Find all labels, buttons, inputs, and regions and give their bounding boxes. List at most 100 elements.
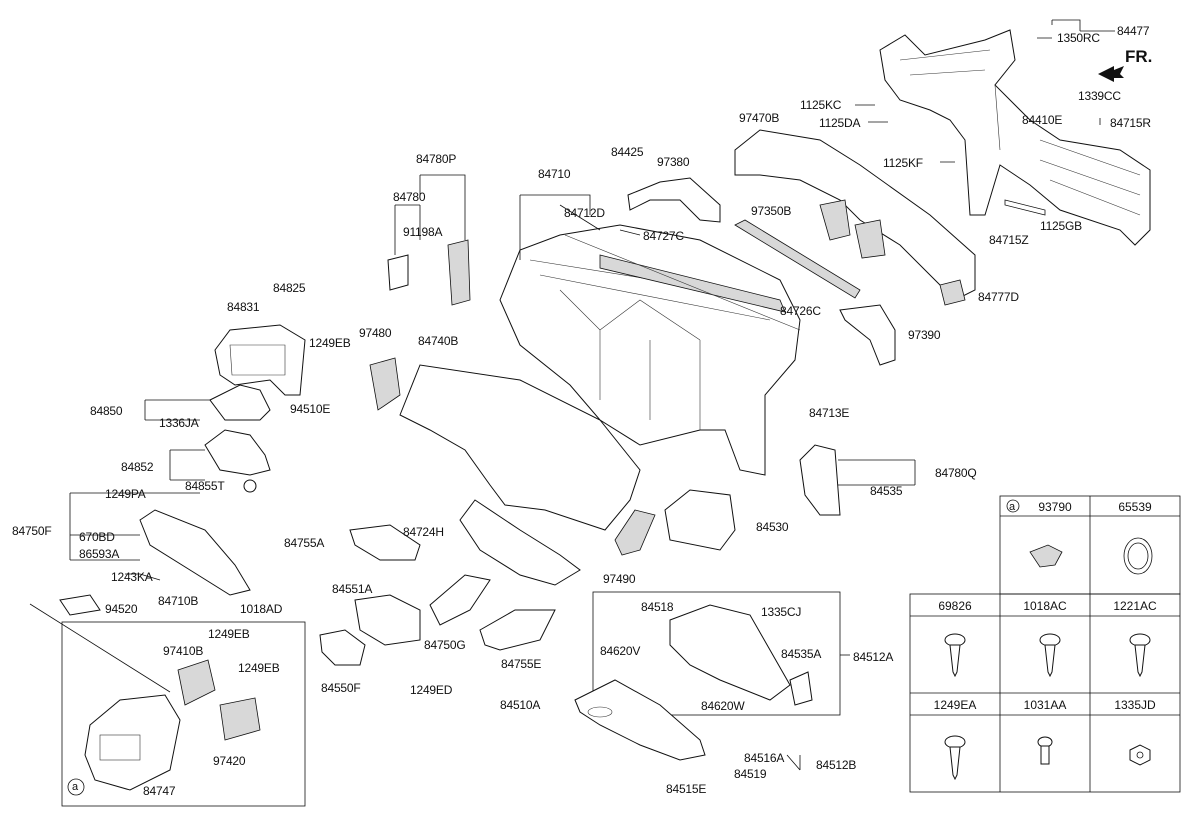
fascia-window — [99, 734, 141, 761]
duct-97470b — [734, 129, 976, 306]
callout-1125gb: 1125GB — [1040, 219, 1082, 233]
callout-670bd: 670BD — [79, 530, 115, 544]
callout-84620v: 84620V — [600, 644, 641, 658]
callout-84512a: 84512A — [853, 650, 894, 664]
callout-97490: 97490 — [603, 572, 636, 586]
legend-code-1249ea: 1249EA — [933, 698, 977, 712]
callout-1125kc: 1125KC — [800, 98, 842, 112]
callout-84750f: 84750F — [12, 524, 52, 538]
callout-1018ad: 1018AD — [240, 602, 283, 616]
screw-icon-69826 — [944, 633, 966, 678]
leader-lines — [29, 19, 1115, 771]
tray-84550f — [319, 629, 366, 666]
callout-84710: 84710 — [538, 167, 571, 181]
legend-code-1221ac: 1221AC — [1113, 599, 1157, 613]
callout-86593a: 86593A — [79, 547, 120, 561]
knee-panel-84750f — [139, 509, 251, 596]
audio-unit-84530 — [664, 489, 736, 551]
callout-94510e: 94510E — [290, 402, 331, 416]
callout-84852: 84852 — [121, 460, 154, 474]
inset-ref-marker: a — [72, 781, 78, 793]
screw-icon-1221ac — [1129, 633, 1151, 678]
cluster-lower-cover-84850 — [209, 384, 271, 421]
front-direction-label: FR. — [1125, 47, 1153, 66]
callout-84747: 84747 — [143, 784, 176, 798]
switch-panel-84551a — [354, 594, 421, 646]
nut-icon-1335jd — [1129, 744, 1151, 766]
pin-icon-1031aa — [1037, 736, 1053, 765]
callout-84713e: 84713E — [809, 406, 850, 420]
glove-box-handle — [587, 706, 613, 718]
callout-84410e: 84410E — [1022, 113, 1063, 127]
callout-1249eb-low: 1249EB — [238, 661, 280, 675]
panel-84755a — [349, 524, 421, 561]
legend-code-1335jd: 1335JD — [1114, 698, 1156, 712]
callout-84620w: 84620W — [701, 699, 745, 713]
callout-1336ja: 1336JA — [159, 416, 199, 430]
panel-84750g — [429, 574, 491, 626]
callout-84516a: 84516A — [744, 751, 785, 765]
callout-84755a: 84755A — [284, 536, 325, 550]
callout-1125kf: 1125KF — [883, 156, 923, 170]
lower-panel-84724h — [459, 499, 581, 586]
callout-84715z: 84715Z — [989, 233, 1029, 247]
callout-97350b: 97350B — [751, 204, 792, 218]
callout-1243ka: 1243KA — [111, 570, 153, 584]
crash-pad-84710 — [499, 224, 801, 476]
cover-84535a — [789, 671, 813, 706]
callout-84780q: 84780Q — [935, 466, 977, 480]
glove-box-84510a — [574, 679, 706, 761]
callout-97410b: 97410B — [163, 644, 204, 658]
defrost-strip-97350b — [734, 219, 861, 299]
front-arrow-icon — [1098, 66, 1124, 82]
duct-97380 — [627, 177, 721, 223]
panel-84780p — [447, 239, 471, 306]
callout-1249eb-mid: 1249EB — [208, 627, 250, 641]
cluster-housing-84831 — [214, 324, 306, 396]
column-shroud-84852 — [204, 429, 271, 476]
callout-97390: 97390 — [908, 328, 941, 342]
callout-1249ed: 1249ED — [410, 683, 453, 697]
callout-84780: 84780 — [393, 190, 426, 204]
callout-84855t: 84855T — [185, 479, 225, 493]
glove-box-housing-84512a — [669, 604, 791, 701]
cluster-fascia-84710b — [84, 694, 181, 791]
callout-97420: 97420 — [213, 754, 246, 768]
callout-84535a: 84535A — [781, 647, 822, 661]
callout-84825: 84825 — [273, 281, 306, 295]
legend-code-65539: 65539 — [1118, 500, 1152, 514]
callout-91198a: 91198A — [403, 225, 443, 239]
callout-84512b: 84512B — [816, 758, 857, 772]
callout-97470b: 97470B — [739, 111, 780, 125]
inset-ref-circle — [67, 778, 85, 796]
callout-84710b: 84710B — [158, 594, 199, 608]
vent-97410b — [177, 659, 216, 706]
callout-84777d: 84777D — [978, 290, 1019, 304]
side-cover-84780q — [799, 444, 841, 516]
callout-84551a: 84551A — [332, 582, 373, 596]
callout-84755e: 84755E — [501, 657, 542, 671]
cluster-inset-frame — [61, 621, 306, 807]
callout-84780p: 84780P — [416, 152, 457, 166]
callout-84519: 84519 — [734, 767, 767, 781]
screw-icon-1249ea — [944, 735, 966, 781]
legend-ref-marker: a — [1009, 501, 1015, 513]
callout-1249eb-top: 1249EB — [309, 336, 351, 350]
legend-code-69826: 69826 — [938, 599, 972, 613]
cowl-cross-bar — [879, 29, 1151, 246]
callout-84850: 84850 — [90, 404, 123, 418]
callout-84530: 84530 — [756, 520, 789, 534]
callout-97380: 97380 — [657, 155, 690, 169]
callout-84477: 84477 — [1117, 24, 1150, 38]
callout-1335cj: 1335CJ — [761, 605, 802, 619]
vent-97420 — [219, 697, 261, 741]
callout-84510a: 84510A — [500, 698, 541, 712]
callout-84515e: 84515E — [666, 782, 707, 796]
bracket-84780 — [387, 254, 409, 291]
callout-84535: 84535 — [870, 484, 903, 498]
screw-icon-1018ac — [1039, 633, 1061, 678]
callout-84724h: 84724H — [403, 525, 444, 539]
side-vent-97480 — [369, 357, 401, 411]
callout-94520: 94520 — [105, 602, 138, 616]
